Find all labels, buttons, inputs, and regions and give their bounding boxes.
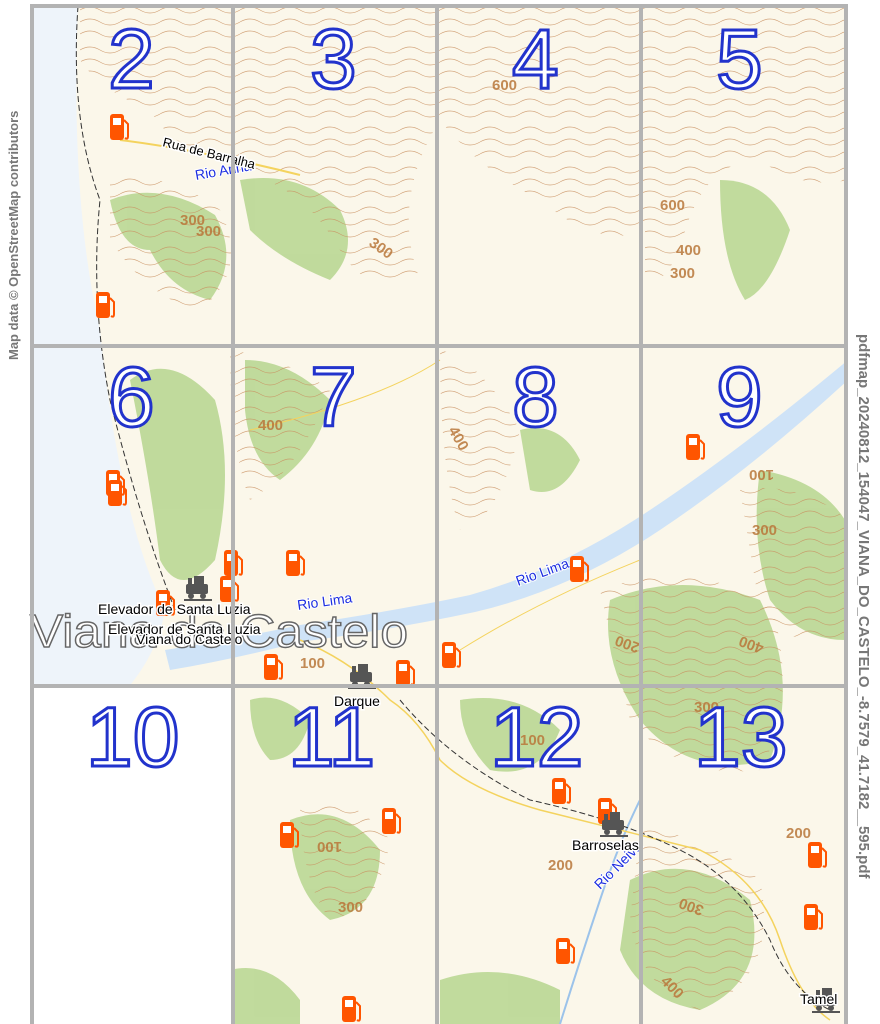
tile-number: 4 <box>512 12 559 106</box>
contour-label: 600 <box>492 77 517 94</box>
roads <box>75 5 831 1021</box>
place-label: Barroselas <box>572 837 639 853</box>
place-label: Darque <box>334 693 380 709</box>
tile-number: 6 <box>108 350 155 444</box>
contour-label: 300 <box>670 265 695 282</box>
tile-number: 13 <box>694 690 787 784</box>
place-label: Elevador de Santa Luzia <box>108 621 261 637</box>
place-label: Elevador de Santa Luzia <box>98 601 251 617</box>
contour-labels: 600 300 300 300 400 300 600 400 400 100 … <box>180 77 811 1003</box>
contour-label: 300 <box>338 899 363 916</box>
tile-number: 2 <box>108 12 155 106</box>
contour-label: 300 <box>196 223 221 240</box>
tile-number: 8 <box>512 350 559 444</box>
place-label: Tamel <box>800 991 837 1007</box>
contour-label: 200 <box>548 857 573 874</box>
contour-label: 300 <box>752 522 777 539</box>
contour-label: 600 <box>660 197 685 214</box>
tile-number: 5 <box>716 12 763 106</box>
tile-10-blank <box>34 688 231 1024</box>
tile-numbers: 2 3 4 5 6 7 8 9 10 11 12 13 <box>85 11 789 786</box>
contour-label: 100 <box>749 466 774 483</box>
tile-number: 11 <box>288 690 375 784</box>
tile-number: 10 <box>86 690 179 784</box>
contour-label: 100 <box>317 838 342 855</box>
contour-label: 100 <box>520 732 545 749</box>
tile-grid <box>30 4 848 1024</box>
contour-label: 300 <box>694 699 719 716</box>
place-label: Viana do Castelo <box>136 631 243 647</box>
tile-number: 7 <box>310 350 357 444</box>
contour-label: 300 <box>180 212 205 229</box>
contour-label: 200 <box>786 825 811 842</box>
tile-number: 12 <box>490 690 583 784</box>
contour-label: 400 <box>258 417 283 434</box>
tile-number: 3 <box>310 12 357 106</box>
city-label-large: Viana do Castelo <box>30 605 408 657</box>
contour-areas <box>80 6 848 1010</box>
tile-number: 9 <box>716 350 763 444</box>
contour-label: 400 <box>676 242 701 259</box>
coastline-sea <box>30 6 165 760</box>
contour-label: 100 <box>300 655 325 672</box>
